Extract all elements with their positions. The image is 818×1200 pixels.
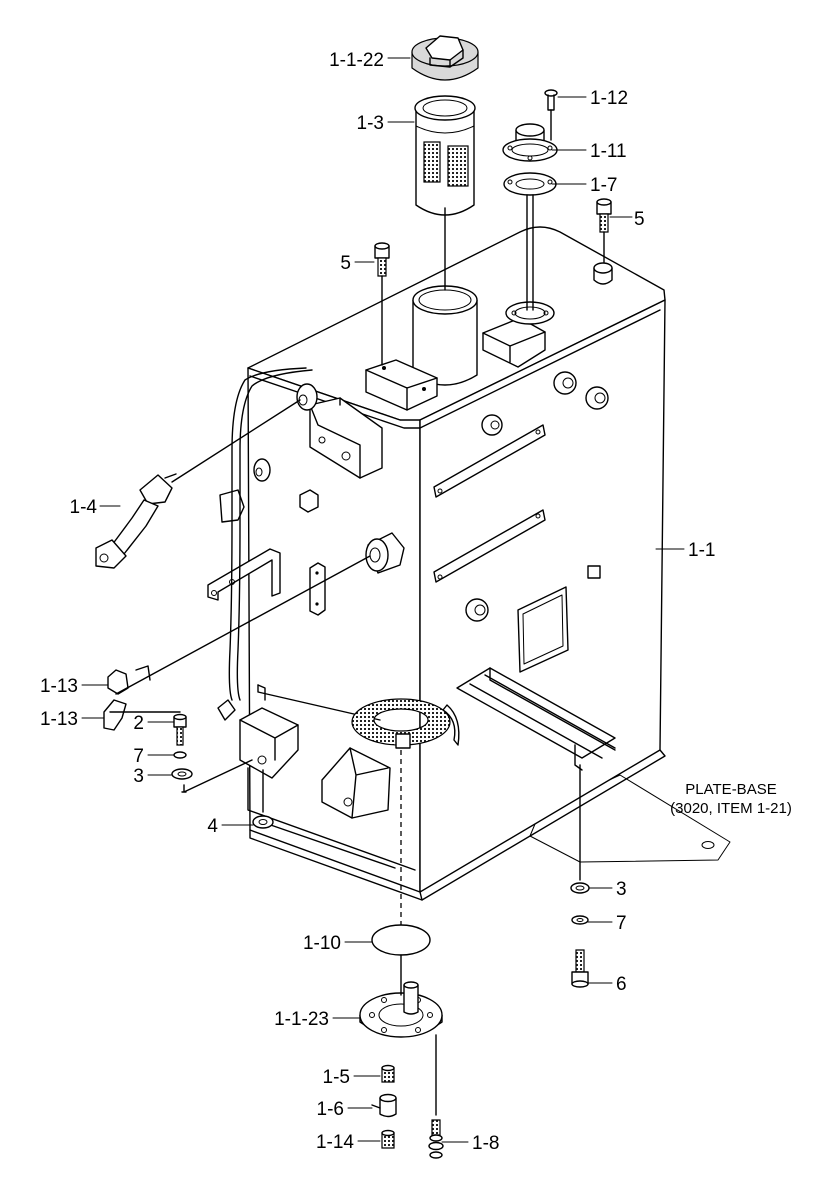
callout-1-13-upper: 1-13 bbox=[40, 676, 78, 697]
bracket-upper-left bbox=[309, 397, 383, 479]
top-block-left bbox=[365, 359, 438, 411]
grommet-mid-right bbox=[465, 598, 489, 622]
cable-harness bbox=[228, 367, 313, 701]
washer-3-right bbox=[570, 882, 590, 894]
lockwasher-7-right bbox=[571, 915, 589, 925]
washer-3-left bbox=[171, 768, 193, 780]
callout-5-left: 5 bbox=[340, 253, 351, 274]
leader-lines bbox=[81, 57, 685, 1143]
bolt-2 bbox=[173, 713, 187, 746]
gauge-flange-on-tank bbox=[505, 301, 555, 325]
gasket-1-10 bbox=[371, 924, 431, 956]
callout-3-right: 3 bbox=[616, 879, 627, 900]
callout-7-left: 7 bbox=[133, 746, 144, 767]
hose-assembly-1-4 bbox=[95, 473, 177, 569]
callout-1-7: 1-7 bbox=[590, 175, 617, 196]
grommet-left-mid bbox=[253, 458, 271, 482]
mounting-channel bbox=[456, 667, 616, 771]
gauge-gasket bbox=[503, 172, 557, 196]
callout-1-5: 1-5 bbox=[323, 1067, 350, 1088]
callout-labels: 1-1-22 1-3 1-12 1-11 1-7 5 5 1-4 1-1 1-1… bbox=[40, 50, 792, 1154]
hose-clip bbox=[442, 704, 460, 746]
callout-1-11: 1-11 bbox=[590, 141, 627, 162]
saddle-bracket-right bbox=[321, 747, 391, 819]
side-rail-lower bbox=[433, 509, 546, 583]
level-gauge-mount-block bbox=[482, 317, 546, 368]
plug-1-13-upper bbox=[107, 669, 129, 695]
top-spacer-right bbox=[593, 262, 613, 285]
callout-7-right: 7 bbox=[616, 913, 627, 934]
drain-hatch-ring bbox=[351, 698, 451, 749]
level-gauge-cap bbox=[502, 123, 558, 162]
callout-4: 4 bbox=[207, 816, 218, 837]
nut-left bbox=[299, 489, 319, 513]
callout-1-1-23: 1-1-23 bbox=[274, 1009, 329, 1030]
assembly-lines bbox=[109, 109, 605, 1116]
gauge-rod bbox=[526, 194, 534, 311]
callout-1-8: 1-8 bbox=[472, 1133, 499, 1154]
callout-1-3: 1-3 bbox=[357, 113, 384, 134]
plate-base-note-line1: PLATE-BASE bbox=[685, 781, 776, 798]
washer-4 bbox=[252, 815, 274, 829]
grommets-upper bbox=[481, 371, 609, 436]
bolt-5-left bbox=[374, 242, 390, 277]
callout-1-6: 1-6 bbox=[317, 1099, 344, 1120]
callout-1-14: 1-14 bbox=[316, 1132, 354, 1153]
callout-1-13-lower: 1-13 bbox=[40, 709, 78, 730]
callout-2: 2 bbox=[133, 713, 144, 734]
grommet-upper-left bbox=[296, 383, 318, 411]
callout-1-1: 1-1 bbox=[688, 540, 715, 561]
screw-1-12 bbox=[544, 89, 558, 111]
fitting-1-5 bbox=[381, 1064, 395, 1083]
vertical-strap bbox=[309, 562, 326, 616]
small-nut-right bbox=[587, 565, 601, 579]
saddle-bracket-left bbox=[217, 699, 299, 779]
grommet-large-left bbox=[365, 532, 405, 574]
filler-cap bbox=[411, 35, 479, 81]
screw-stack-1-8 bbox=[428, 1119, 444, 1159]
callout-1-4: 1-4 bbox=[70, 497, 98, 518]
fitting-1-14 bbox=[381, 1129, 395, 1149]
elbow-1-13-lower bbox=[103, 699, 127, 731]
callout-1-10: 1-10 bbox=[303, 933, 341, 954]
fitting-1-6 bbox=[371, 1093, 397, 1118]
callout-6: 6 bbox=[616, 974, 627, 995]
callout-5-right: 5 bbox=[634, 209, 645, 230]
plate-base-note-line2: (3020, ITEM 1-21) bbox=[670, 800, 792, 817]
z-bracket bbox=[207, 548, 281, 601]
side-rail-upper bbox=[433, 424, 546, 498]
callout-3-left: 3 bbox=[133, 766, 144, 787]
drain-flange-1-1-23 bbox=[359, 981, 443, 1038]
access-cover-plate bbox=[517, 586, 569, 673]
filler-neck bbox=[412, 285, 478, 386]
lockwasher-7-left bbox=[173, 751, 187, 759]
bolt-6 bbox=[571, 949, 589, 988]
strainer bbox=[414, 95, 476, 216]
callout-1-1-22: 1-1-22 bbox=[329, 50, 384, 71]
callout-1-12: 1-12 bbox=[590, 88, 628, 109]
bolt-5-right bbox=[596, 198, 612, 233]
